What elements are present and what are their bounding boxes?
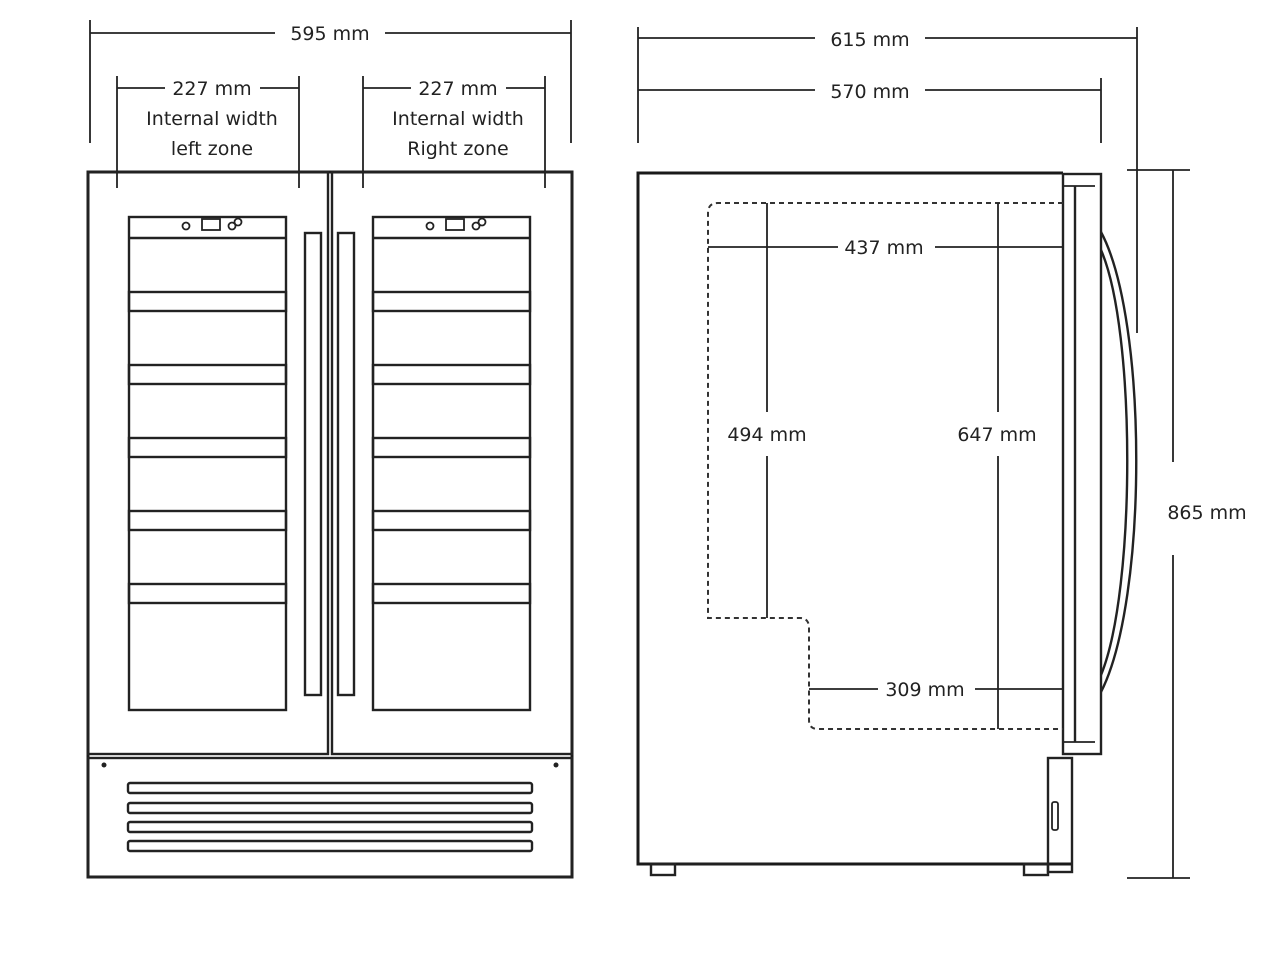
left-shelves (127, 290, 288, 605)
side-view: 615 mm 570 mm (636, 27, 1247, 879)
overall-height-label: 865 mm (1167, 502, 1246, 524)
overall-width-dimension: 595 mm (89, 20, 572, 143)
right-zone-caption-line1: Internal width (392, 108, 524, 130)
internal-depth-top-dimension: 437 mm (708, 237, 1063, 259)
internal-height-back-dimension: 647 mm (957, 203, 1037, 729)
right-shelves (371, 290, 532, 605)
right-zone-width-label: 227 mm (418, 78, 497, 100)
left-zone-caption-line1: Internal width (146, 108, 278, 130)
left-door-glass (127, 215, 288, 712)
right-control-panel-icon (425, 217, 487, 231)
front-view: 595 mm 227 mm Internal width left zone 2… (86, 20, 574, 879)
depth-with-door-label: 615 mm (830, 29, 909, 51)
side-kickplate (1046, 756, 1074, 874)
internal-depth-bottom-label: 309 mm (885, 679, 964, 701)
left-door-handle (303, 231, 323, 697)
left-zone-width-label: 227 mm (172, 78, 251, 100)
left-door (86, 170, 330, 756)
internal-height-front-dimension: 494 mm (727, 203, 807, 618)
front-base-grille (86, 756, 574, 879)
depth-with-door-dimension: 615 mm (637, 27, 1138, 333)
front-cabinet-outline (86, 170, 574, 879)
right-zone-caption-line2: Right zone (407, 138, 508, 160)
left-control-panel-icon (181, 217, 243, 231)
internal-depth-bottom-dimension: 309 mm (809, 679, 1063, 701)
internal-cavity-outline (707, 202, 1063, 730)
right-door-frame (330, 170, 574, 756)
internal-height-front-label: 494 mm (727, 424, 806, 446)
side-cabinet (636, 171, 1138, 877)
left-zone-caption-line2: left zone (171, 138, 253, 160)
right-door (330, 170, 574, 756)
front-foot (1022, 862, 1050, 877)
body-depth-dimension: 570 mm (638, 78, 1102, 143)
left-zone-width-dimension: 227 mm Internal width left zone (116, 76, 300, 188)
body-depth-label: 570 mm (830, 81, 909, 103)
left-door-frame (86, 170, 330, 756)
right-door-glass (371, 215, 532, 712)
side-door-profile (1061, 172, 1103, 756)
side-door-handle (1099, 231, 1138, 693)
right-door-handle (336, 231, 356, 697)
right-zone-width-dimension: 227 mm Internal width Right zone (362, 76, 546, 188)
internal-height-back-label: 647 mm (957, 424, 1036, 446)
rear-foot (649, 862, 677, 877)
overall-width-label: 595 mm (290, 23, 369, 45)
internal-depth-top-label: 437 mm (844, 237, 923, 259)
overall-height-dimension: 865 mm (1127, 169, 1247, 879)
